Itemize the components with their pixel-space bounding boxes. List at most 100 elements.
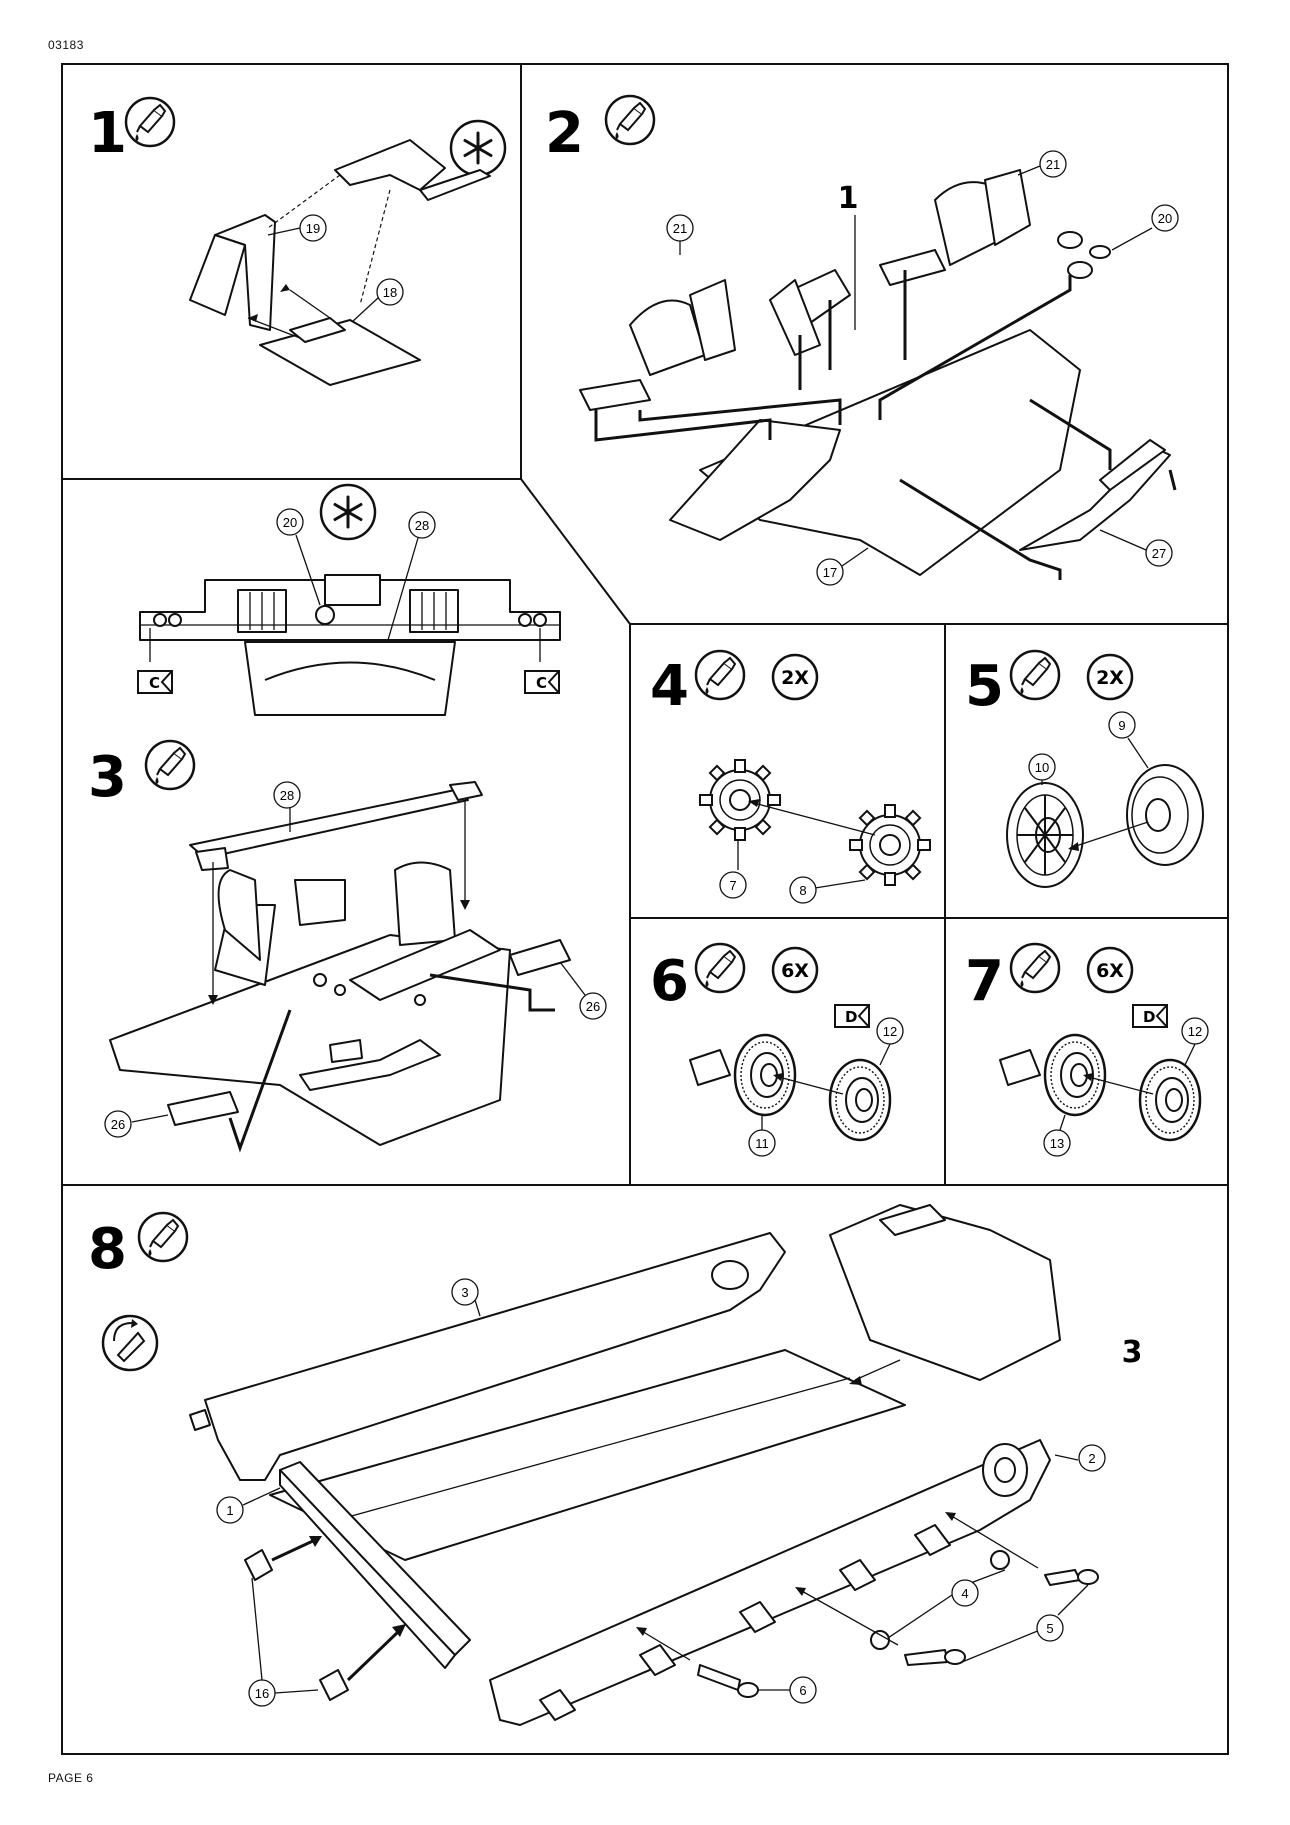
- step-number: 5: [965, 654, 1004, 719]
- part-diagram: [109, 781, 571, 1153]
- svg-text:10: 10: [1035, 760, 1049, 775]
- svg-text:C: C: [536, 674, 547, 692]
- decal-marker: D: [1132, 1004, 1168, 1028]
- panel-frames: [61, 63, 1229, 1755]
- document-code: 03183: [48, 38, 84, 52]
- svg-text:6X: 6X: [1096, 960, 1124, 982]
- step-4: 4 2X 7 8: [650, 649, 931, 904]
- step-number: 2: [545, 101, 584, 166]
- step-5: 5 2X 10 9: [965, 649, 1204, 888]
- svg-text:18: 18: [383, 285, 397, 300]
- step-number: 7: [965, 949, 1004, 1014]
- callout-19: 19: [267, 214, 327, 242]
- step-number: 8: [88, 1217, 127, 1282]
- svg-text:1: 1: [226, 1503, 233, 1518]
- svg-text:21: 21: [1046, 157, 1060, 172]
- svg-text:6: 6: [799, 1683, 806, 1698]
- glue-tube-icon: [1009, 942, 1061, 994]
- callout-20: 20: [1111, 204, 1179, 251]
- svg-text:D: D: [845, 1008, 857, 1026]
- callout-4: 4: [887, 1569, 1006, 1639]
- svg-text:21: 21: [673, 221, 687, 236]
- svg-text:20: 20: [1158, 211, 1172, 226]
- multiplier-badge: 2X: [1086, 653, 1134, 701]
- callout-20: 20: [276, 508, 321, 606]
- svg-text:5: 5: [1046, 1621, 1053, 1636]
- part-diagram: [579, 169, 1177, 580]
- step-6: 6 6X D 12 11: [650, 942, 904, 1157]
- svg-text:7: 7: [729, 878, 736, 893]
- glue-tube-icon: [604, 94, 656, 146]
- paint-asterisk-icon: [449, 119, 507, 177]
- callout-26-right: 26: [559, 961, 607, 1020]
- callout-7: 7: [719, 840, 747, 899]
- svg-text:2X: 2X: [781, 667, 809, 689]
- svg-text:26: 26: [111, 1117, 125, 1132]
- glue-tube-icon: [137, 1211, 189, 1263]
- part-diagram: [699, 759, 931, 886]
- callout-8: 8: [789, 876, 866, 904]
- svg-text:2X: 2X: [1096, 667, 1124, 689]
- svg-text:13: 13: [1050, 1136, 1064, 1151]
- detail-view: 20 28 C C: [137, 483, 561, 716]
- svg-text:26: 26: [586, 999, 600, 1014]
- callout-18: 18: [351, 278, 404, 323]
- step-1: 1 19 18: [88, 96, 507, 386]
- svg-text:12: 12: [1188, 1024, 1202, 1039]
- part-diagram: [689, 1033, 892, 1142]
- svg-text:20: 20: [283, 515, 297, 530]
- svg-text:2: 2: [1088, 1451, 1095, 1466]
- callout-9: 9: [1108, 711, 1149, 769]
- step-number: 4: [650, 654, 689, 719]
- callout-28: 28: [273, 781, 301, 832]
- part-diagram: [1006, 764, 1204, 888]
- svg-text:27: 27: [1152, 546, 1166, 561]
- svg-text:11: 11: [755, 1136, 769, 1151]
- flip-model-icon: [101, 1314, 159, 1372]
- callout-6: 6: [758, 1676, 817, 1704]
- step-number: 6: [650, 949, 689, 1014]
- svg-text:4: 4: [961, 1586, 968, 1601]
- glue-tube-icon: [124, 96, 176, 148]
- step-3: 3 28: [88, 739, 607, 1153]
- part-diagram: [139, 574, 561, 716]
- callout-28: 28: [387, 511, 436, 641]
- step-2: 2 1: [545, 94, 1179, 586]
- paint-asterisk-icon: [319, 483, 377, 541]
- svg-text:12: 12: [883, 1024, 897, 1039]
- subassembly-label: 1: [838, 181, 859, 216]
- svg-text:28: 28: [280, 788, 294, 803]
- multiplier-badge: 6X: [1086, 946, 1134, 994]
- svg-text:8: 8: [799, 883, 806, 898]
- callout-3: 3: [451, 1278, 481, 1317]
- callout-17: 17: [816, 547, 869, 586]
- svg-text:17: 17: [823, 565, 837, 580]
- callout-26-left: 26: [104, 1110, 169, 1138]
- svg-text:6X: 6X: [781, 960, 809, 982]
- glue-tube-icon: [694, 649, 746, 701]
- part-diagram: [189, 139, 491, 386]
- callout-5: 5: [961, 1584, 1089, 1663]
- callout-21-left: 21: [666, 214, 694, 255]
- part-diagram: [999, 1033, 1202, 1142]
- part-diagram: [189, 1204, 1099, 1726]
- glue-tube-icon: [694, 942, 746, 994]
- callout-12: 12: [1181, 1017, 1209, 1066]
- decal-marker: D: [834, 1004, 870, 1028]
- svg-text:D: D: [1143, 1008, 1155, 1026]
- step-8: 8 3: [88, 1204, 1142, 1726]
- callout-16: 16: [248, 1577, 319, 1707]
- decal-marker-right: C: [524, 670, 560, 694]
- glue-tube-icon: [1009, 649, 1061, 701]
- callout-13: 13: [1043, 1114, 1071, 1157]
- svg-text:16: 16: [255, 1686, 269, 1701]
- callout-10: 10: [1028, 753, 1056, 785]
- step-number: 1: [88, 101, 127, 166]
- svg-text:19: 19: [306, 221, 320, 236]
- svg-text:28: 28: [415, 518, 429, 533]
- multiplier-badge: 6X: [771, 946, 819, 994]
- callout-27: 27: [1099, 529, 1173, 567]
- multiplier-badge: 2X: [771, 653, 819, 701]
- callout-12: 12: [876, 1017, 904, 1066]
